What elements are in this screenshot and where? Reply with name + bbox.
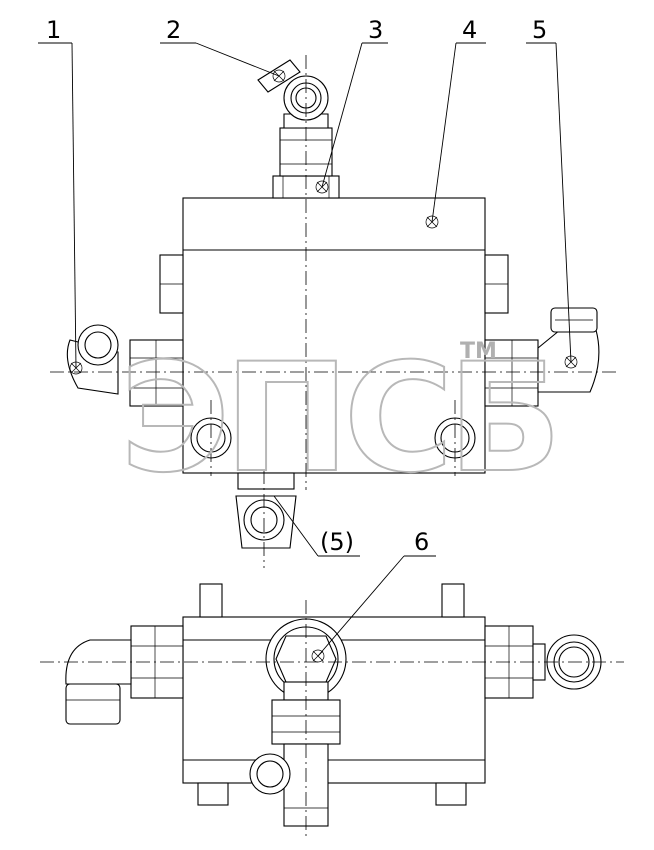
callout-2: 2 [166,16,181,44]
callout-6: 6 [414,528,429,556]
nut-bottom-left [197,782,229,806]
marker-4 [425,215,439,229]
callout-5: 5 [532,16,547,44]
watermark-trademark: TM [460,339,497,364]
top-view [50,55,620,568]
callout-3: 3 [368,16,383,44]
bottom-hex-nut [237,472,295,490]
callouts: 1 2 3 4 5 (5) 6 [38,16,572,657]
bottom-view [40,583,624,840]
callout-4: 4 [462,16,477,44]
right-hex-fitting [484,339,539,407]
stud-top-right [441,583,465,618]
left-elbow-outlet [65,683,121,725]
center-tee-side-port [249,753,291,795]
callout-5-ref: (5) [320,528,354,556]
nut-bottom-right [435,782,467,806]
stud-top-left [199,583,223,618]
left-elbow-port [77,324,119,366]
valve-block-body [182,197,486,474]
left-hex-fitting [129,339,184,407]
watermark-text: ЭПСБ [120,332,556,506]
marker-3 [315,180,329,194]
marker-2 [272,69,286,83]
callout-1: 1 [46,16,61,44]
watermark: ЭПСБ TM [119,331,563,507]
